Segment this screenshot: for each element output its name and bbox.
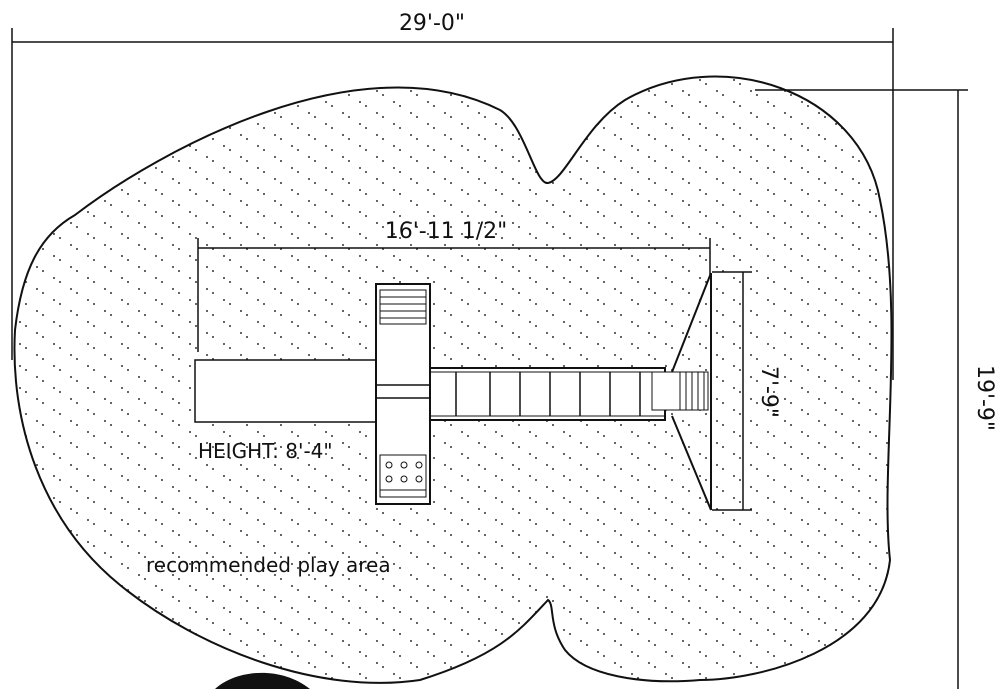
set-length-label: 16'-11 1/2" [385, 219, 508, 244]
overall-width-label: 29'-0" [399, 11, 465, 36]
swing-width-dimension: 7'-9" [712, 271, 781, 511]
height-label: HEIGHT: 8'-4" [198, 439, 333, 463]
a-frame-legs [671, 272, 712, 511]
slide [194, 359, 378, 423]
swing-width-label: 7'-9" [756, 366, 781, 418]
fort-tower [375, 283, 431, 505]
overall-depth-dimension: 19'-9" [755, 89, 997, 689]
play-area-label: recommended play area [146, 553, 391, 577]
logo-fragment [215, 672, 310, 689]
set-length-dimension: 16'-11 1/2" [197, 219, 711, 352]
overall-depth-label: 19'-9" [972, 365, 997, 431]
swing-beam [429, 367, 709, 421]
overall-width-dimension: 29'-0" [11, 11, 894, 380]
